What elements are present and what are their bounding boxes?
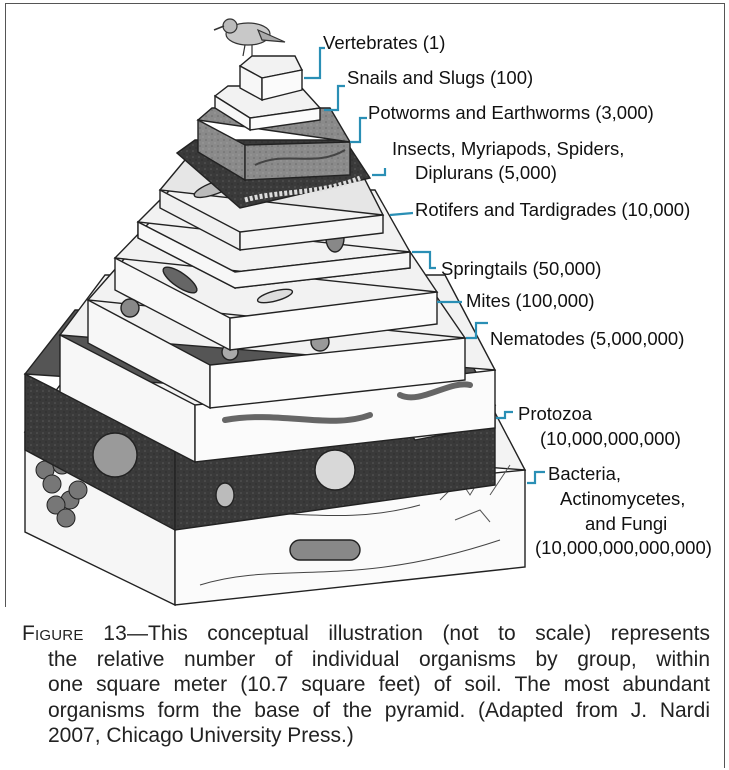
label-protozoa-line1: Protozoa <box>518 403 593 424</box>
leader-potworms <box>350 116 367 144</box>
caption-line-4: organisms form the base of the pyramid. … <box>48 698 710 722</box>
caption-figure-number: Figure 13 <box>22 622 128 645</box>
leader-rotifers <box>389 211 414 217</box>
label-bacteria-line2: Actinomycetes, <box>560 488 686 509</box>
label-nematodes: Nematodes (5,000,000) <box>490 328 685 349</box>
caption-line-5: 2007, Chicago University Press.) <box>48 724 354 747</box>
leader-vertebrates <box>304 46 325 80</box>
leader-snails-slugs <box>324 84 345 112</box>
figure-frame-top <box>5 3 725 4</box>
figure-caption: Figure 13—This conceptual illustration (… <box>22 621 710 749</box>
leader-springtails <box>412 250 436 270</box>
label-insects-line1: Insects, Myriapods, Spiders, <box>392 138 625 159</box>
figure-frame-right <box>724 3 725 768</box>
label-snails-slugs: Snails and Slugs (100) <box>347 67 534 88</box>
leader-protozoa <box>496 410 513 420</box>
label-vertebrates: Vertebrates (1) <box>323 32 446 53</box>
bird-illustration <box>213 18 286 57</box>
layer-snails-slugs <box>213 85 322 132</box>
layer-vertebrates <box>238 55 304 102</box>
caption-line-1-text: —This conceptual illustration (not to sc… <box>127 622 710 645</box>
leader-insects <box>372 168 387 177</box>
caption-line-1: Figure 13—This conceptual illustration (… <box>22 621 710 647</box>
label-mites: Mites (100,000) <box>466 290 595 311</box>
leader-nematodes <box>466 321 488 340</box>
label-insects-line2: Diplurans (5,000) <box>415 162 557 183</box>
label-rotifers-tardigrades: Rotifers and Tardigrades (10,000) <box>415 199 691 220</box>
figure-frame-left <box>5 3 6 607</box>
label-springtails: Springtails (50,000) <box>441 258 602 279</box>
label-bacteria-line3: and Fungi <box>585 513 668 534</box>
leader-lines <box>304 46 545 485</box>
leader-bacteria <box>527 470 545 485</box>
label-bacteria-line4: (10,000,000,000,000) <box>535 537 712 558</box>
label-protozoa-line2: (10,000,000,000) <box>540 428 681 449</box>
label-bacteria-line1: Bacteria, <box>548 463 622 484</box>
caption-line-2: the relative number of individual organi… <box>48 647 710 671</box>
soil-pyramid-illustration <box>23 18 545 607</box>
caption-line-3: one square meter (10.7 square feet) of s… <box>48 673 710 696</box>
label-potworms-earthworms: Potworms and Earthworms (3,000) <box>368 102 654 123</box>
